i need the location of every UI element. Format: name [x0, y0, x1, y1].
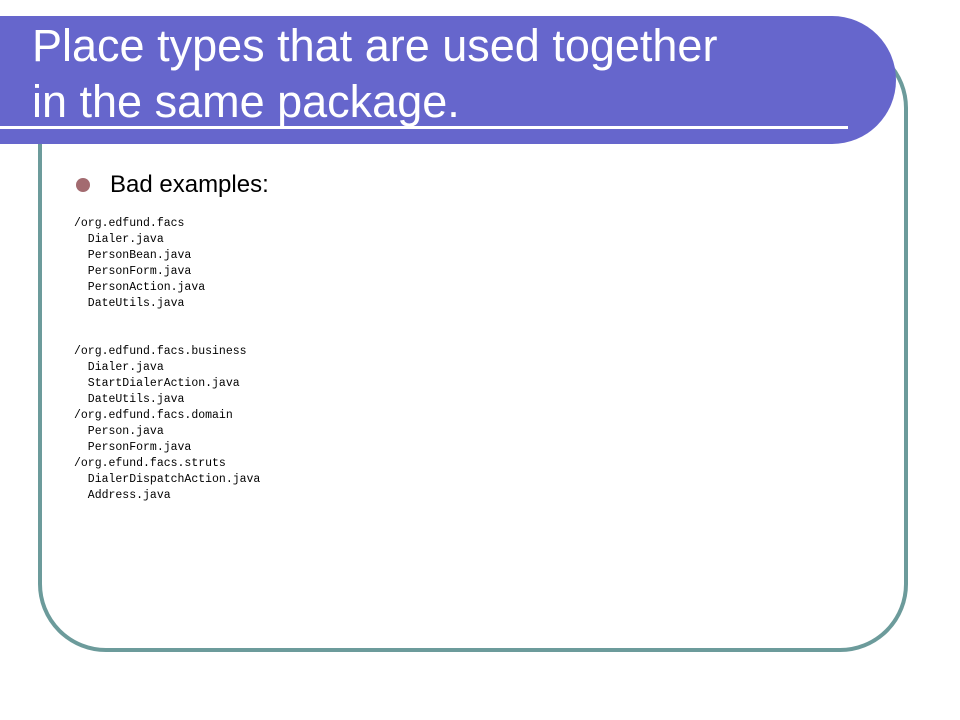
code-line: Dialer.java — [74, 361, 164, 374]
title-line-1: Place types that are used together — [32, 20, 718, 71]
code-line — [74, 312, 260, 328]
code-line: DialerDispatchAction.java — [74, 473, 261, 486]
bullet-dot-icon — [76, 178, 90, 192]
code-line: PersonAction.java — [74, 281, 206, 294]
code-line: /org.edfund.facs — [74, 217, 185, 230]
code-listing: /org.edfund.facs Dialer.java PersonBean.… — [74, 216, 260, 504]
title-banner — [0, 16, 896, 144]
code-line: PersonBean.java — [74, 249, 192, 262]
code-line: Dialer.java — [74, 233, 164, 246]
title-underline — [0, 126, 848, 129]
bullet-text: Bad examples: — [110, 171, 269, 198]
code-line: DateUtils.java — [74, 393, 185, 406]
bullet-item: Bad examples: — [76, 168, 269, 202]
code-line: /org.edfund.facs.domain — [74, 409, 233, 422]
code-line: Address.java — [74, 489, 171, 502]
code-line: /org.efund.facs.struts — [74, 457, 226, 470]
code-line: /org.edfund.facs.business — [74, 345, 247, 358]
code-line: PersonForm.java — [74, 265, 192, 278]
slide-title: Place types that are used together in th… — [32, 18, 852, 130]
title-line-2: in the same package. — [32, 76, 460, 127]
code-line: PersonForm.java — [74, 441, 192, 454]
code-line: DateUtils.java — [74, 297, 185, 310]
code-line — [74, 328, 260, 344]
code-line: StartDialerAction.java — [74, 377, 240, 390]
code-line: Person.java — [74, 425, 164, 438]
